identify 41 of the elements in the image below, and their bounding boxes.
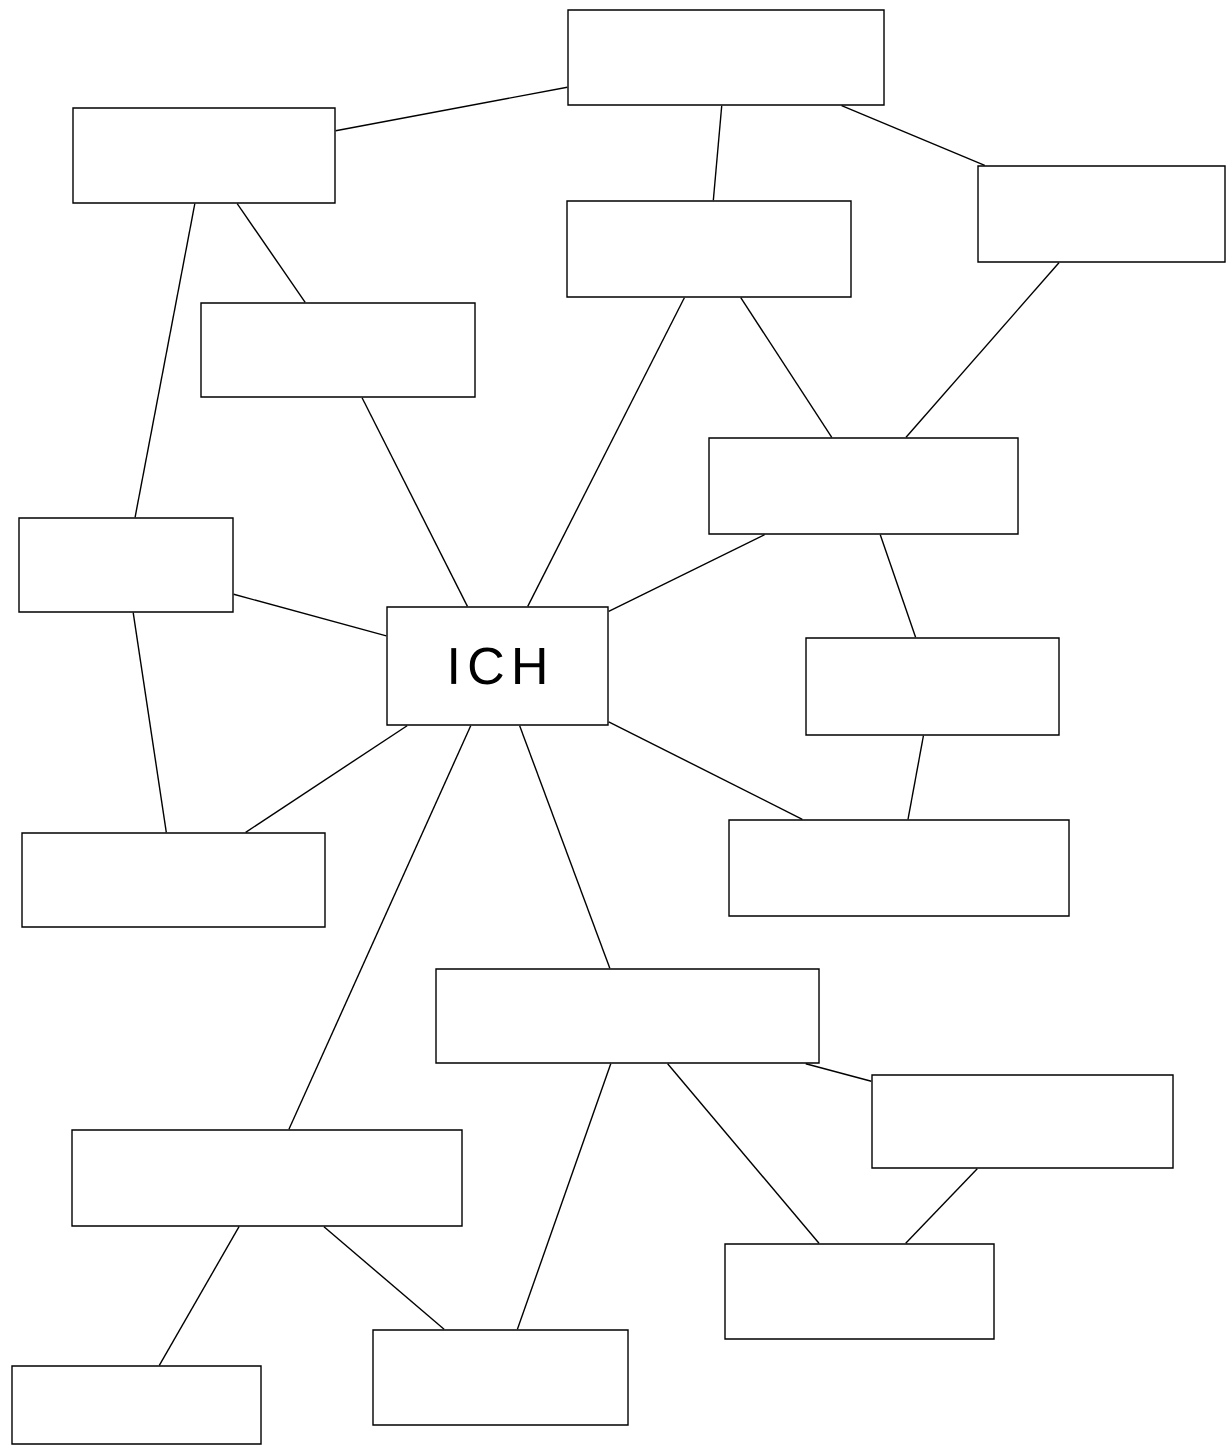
connector-line — [666, 1063, 820, 1244]
connector-line — [516, 1063, 612, 1330]
connector-line — [335, 86, 568, 132]
connector-line — [608, 534, 766, 613]
empty-box — [708, 437, 1019, 535]
empty-box — [71, 1129, 463, 1227]
empty-box — [372, 1329, 629, 1426]
empty-box — [200, 302, 476, 398]
empty-box — [977, 165, 1226, 263]
connector-line — [518, 725, 611, 969]
connector-line — [361, 397, 469, 607]
connector-line — [236, 203, 306, 303]
connector-line — [907, 735, 925, 820]
empty-box — [724, 1243, 995, 1340]
connector-line — [527, 297, 686, 607]
connector-line — [879, 534, 917, 638]
connector-line — [905, 262, 1060, 438]
empty-box — [566, 200, 852, 298]
empty-box — [871, 1074, 1174, 1169]
connector-line — [905, 1168, 978, 1244]
concept-box: ICH — [386, 606, 609, 726]
connector-line — [288, 725, 472, 1130]
connector-line — [244, 725, 408, 833]
connector-line — [712, 105, 723, 201]
connector-line — [608, 721, 804, 820]
connector-line — [132, 612, 167, 833]
empty-box — [567, 9, 885, 106]
empty-box — [805, 637, 1060, 736]
empty-box — [18, 517, 234, 613]
empty-box — [435, 968, 820, 1064]
empty-box — [728, 819, 1070, 917]
connector-line — [233, 593, 387, 637]
connector-line — [158, 1226, 240, 1366]
connector-line — [323, 1226, 445, 1330]
empty-box — [72, 107, 336, 204]
empty-box — [11, 1365, 262, 1445]
empty-box — [21, 832, 326, 928]
connector-line — [805, 1063, 872, 1082]
connector-line — [840, 105, 986, 166]
connector-line — [740, 297, 833, 438]
connector-line — [134, 203, 196, 518]
